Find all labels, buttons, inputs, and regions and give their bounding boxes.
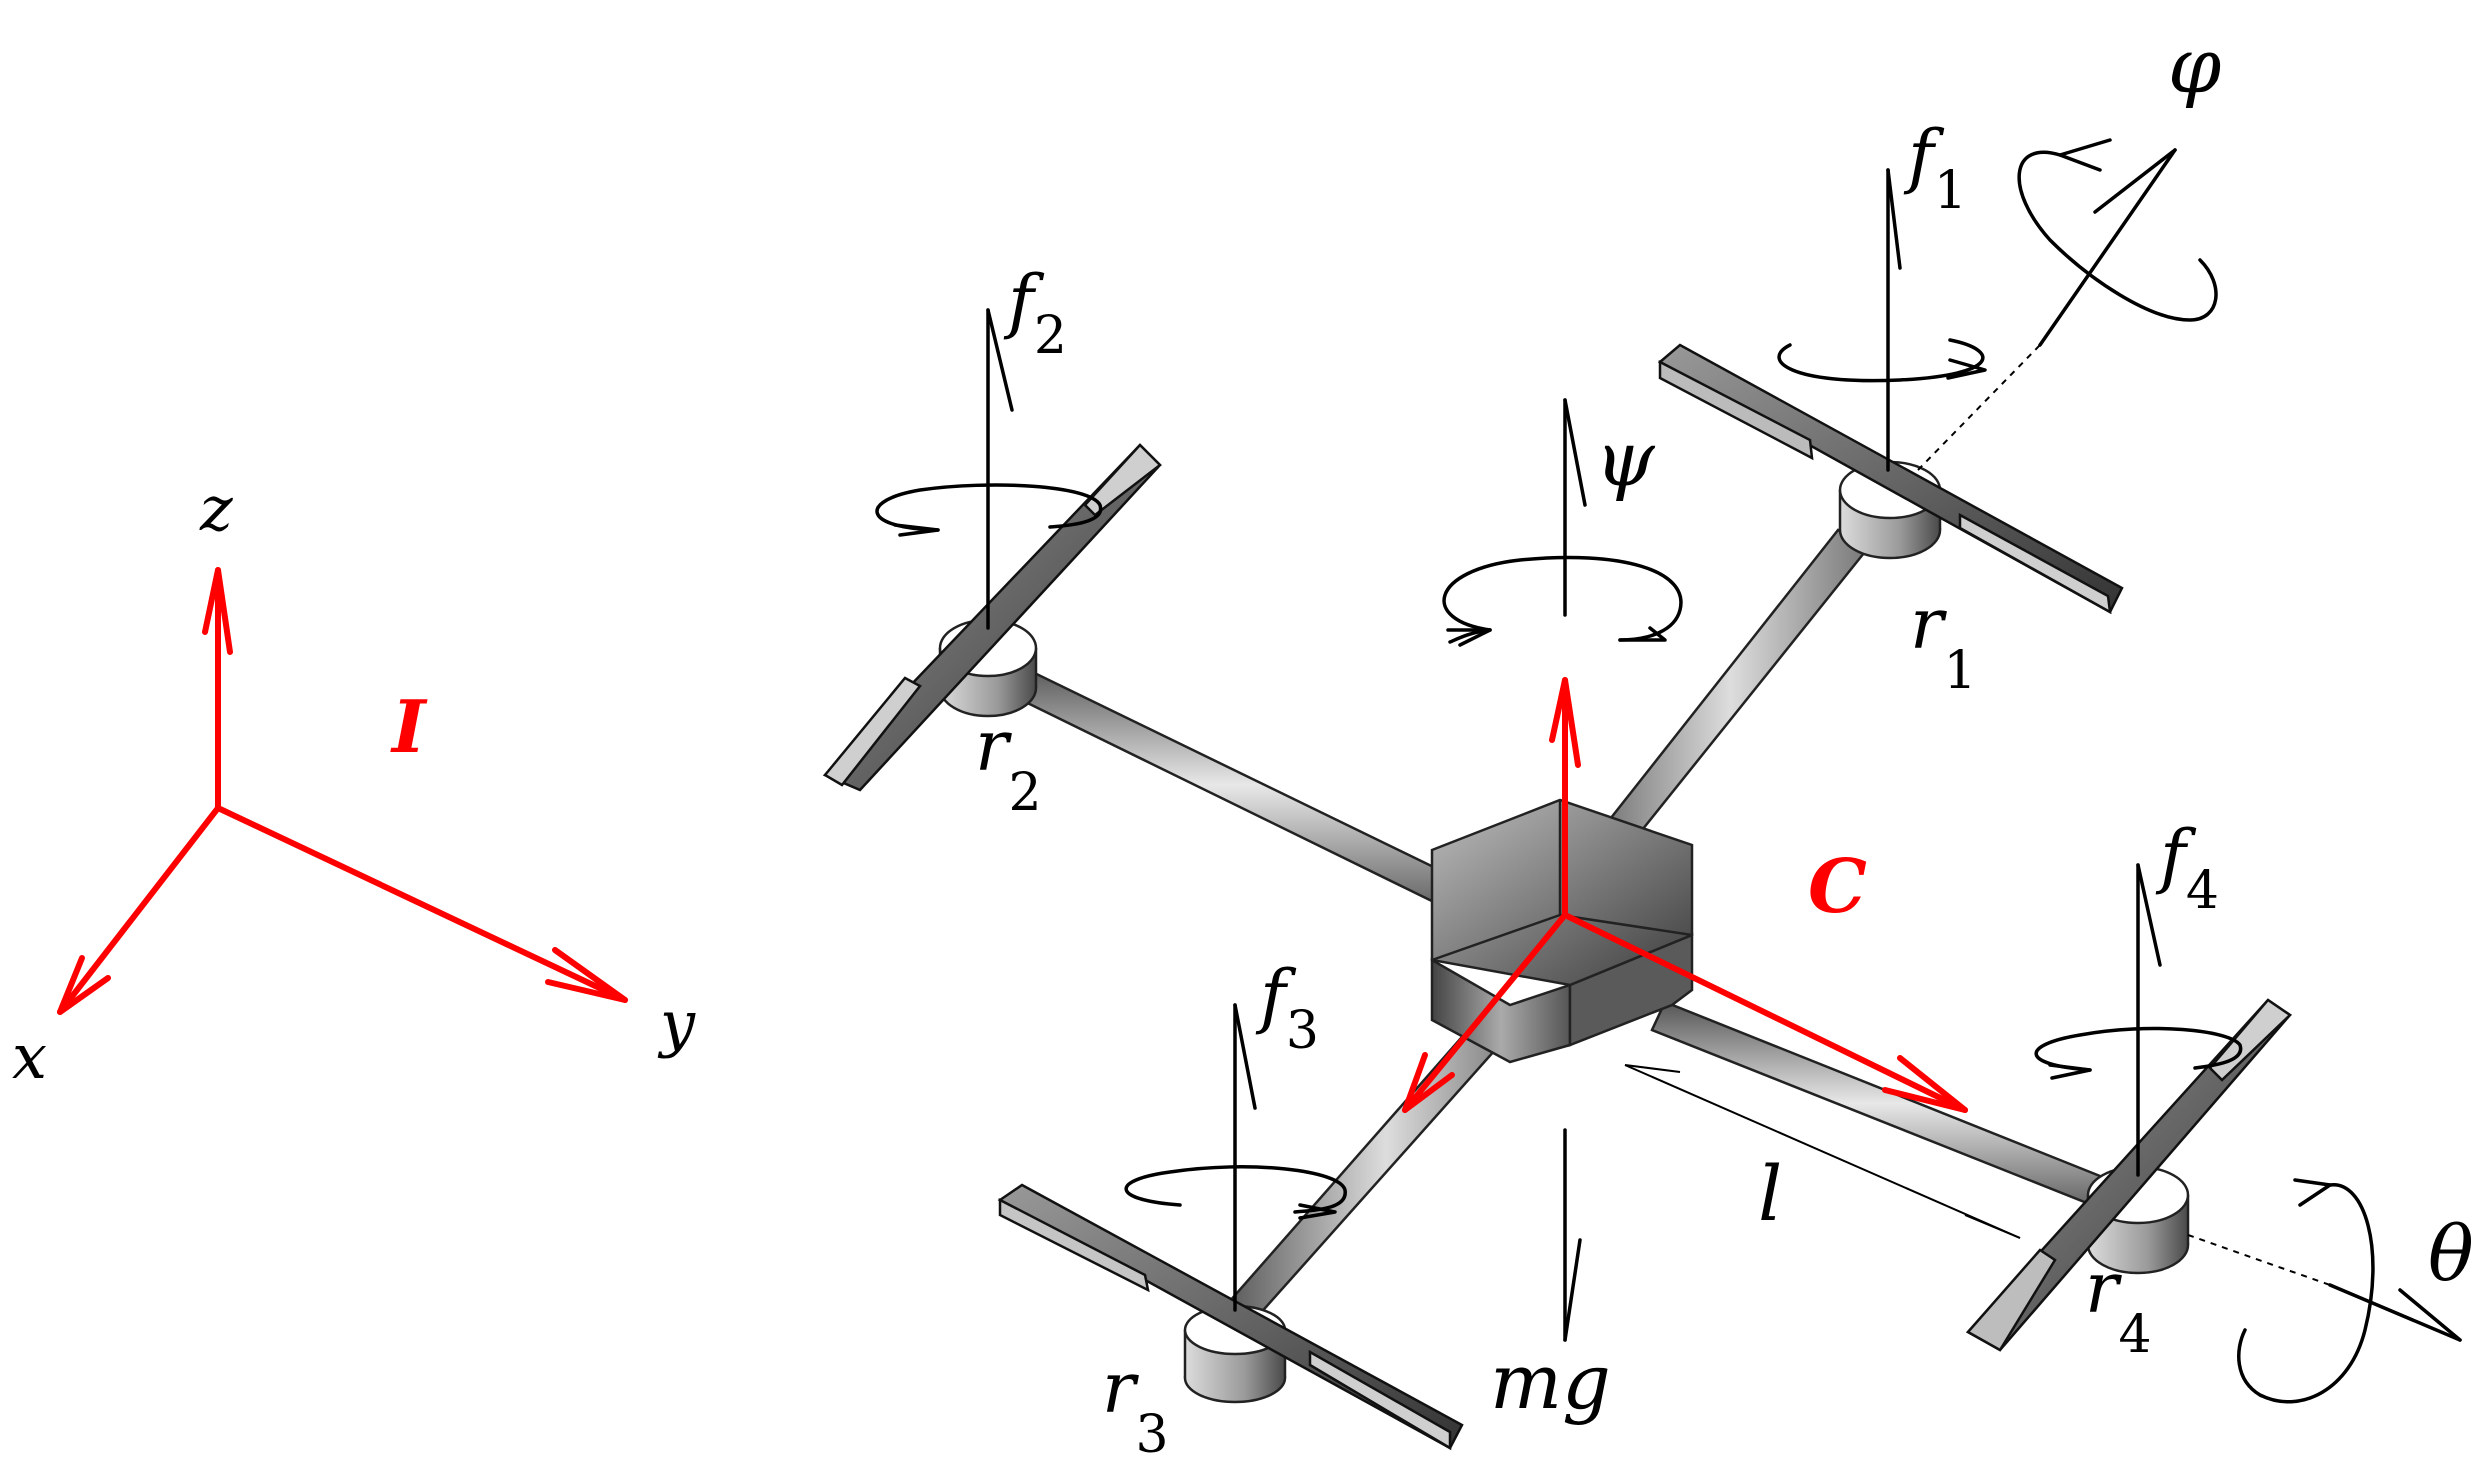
labels: r1 r2 r3 r4 f1 f2 f3 f4 φ θ ψ mg l xyxy=(975,21,2474,1465)
body-z-axis xyxy=(1549,677,1581,918)
roll-indicator xyxy=(1917,138,2218,471)
inertial-frame-label: I xyxy=(390,684,428,769)
weight-label: mg xyxy=(1490,1337,1611,1426)
inertial-x-label: x xyxy=(12,1020,47,1093)
rotor-4 xyxy=(1966,998,2292,1352)
rotor-2-label: r2 xyxy=(975,705,1042,823)
inertial-frame: z x y I xyxy=(12,472,696,1093)
arm-4 xyxy=(1650,1000,2107,1207)
arms xyxy=(1003,528,2107,1327)
pitch-indicator xyxy=(2187,1178,2462,1404)
body-frame: C xyxy=(1402,677,1968,1113)
body-frame-label: C xyxy=(1808,844,1867,930)
arm-3 xyxy=(1220,1003,1522,1327)
body-x-axis xyxy=(1402,912,1568,1113)
force-1-label: f1 xyxy=(1903,115,1967,221)
thrust-f1 xyxy=(1777,168,1987,472)
force-2-label: f2 xyxy=(1003,260,1067,366)
arm-2 xyxy=(1003,663,1452,907)
rotor-2 xyxy=(822,443,1162,792)
thrust-f2 xyxy=(875,308,1103,630)
body-y-axis xyxy=(1562,912,1968,1113)
yaw-indicator xyxy=(1442,398,1683,647)
yaw-label: ψ xyxy=(1595,414,1656,503)
inertial-y-axis xyxy=(215,805,628,1003)
rotor-1 xyxy=(1657,343,2124,615)
inertial-z-axis xyxy=(202,567,233,811)
rotor-4-label: r4 xyxy=(2085,1247,2152,1365)
rotor-3-label: r3 xyxy=(1102,1347,1169,1465)
arm-length-label: l xyxy=(1758,1149,1782,1238)
inertial-x-axis xyxy=(57,805,221,1015)
thrust-vectors xyxy=(875,168,2243,1312)
force-3-label: f3 xyxy=(1255,955,1319,1061)
rotor-3 xyxy=(997,1183,1464,1451)
arm-length-indicator xyxy=(1624,1064,2021,1239)
force-4-label: f4 xyxy=(2155,815,2219,921)
pitch-label: θ xyxy=(2428,1209,2474,1298)
weight-vector xyxy=(1563,1128,1582,1342)
roll-label: φ xyxy=(2168,21,2221,110)
thrust-f3 xyxy=(1124,1003,1347,1312)
inertial-z-label: z xyxy=(199,472,233,545)
rotor-1-label: r1 xyxy=(1910,583,1977,701)
thrust-f4 xyxy=(2034,863,2243,1177)
inertial-y-label: y xyxy=(657,987,696,1060)
